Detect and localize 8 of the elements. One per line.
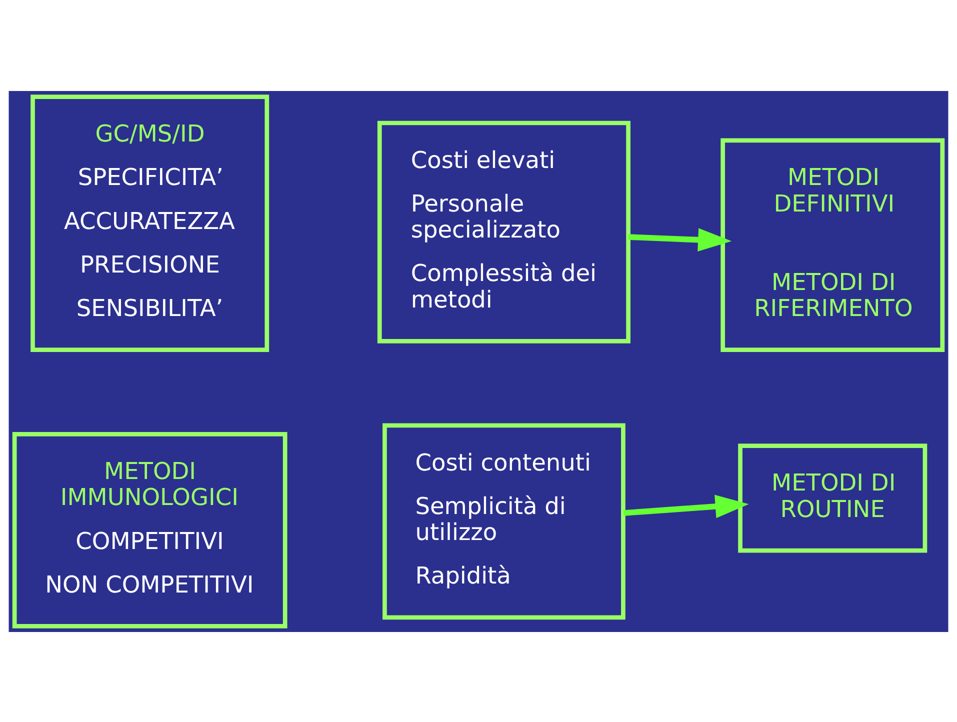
node-box: GC/MS/ID SPECIFICITA’ ACCURATEZZA PRECISIONE SENSIBILITA’ <box>30 94 270 352</box>
node-box: METODI DI ROUTINE <box>738 443 928 552</box>
arrow <box>628 228 732 252</box>
node-box: METODI DEFINITIVI METODI DI RIFERIMENTO <box>720 138 945 352</box>
node-box: METODI IMMUNOLOGICI COMPETITIVI NON COMPETITIVI <box>12 432 288 628</box>
node-box: Costi elevati Personale specializzato Complessità dei metodi <box>377 120 630 343</box>
arrow <box>623 494 749 518</box>
node-box: Costi contenuti Semplicità di utilizzo Rapidità <box>382 422 626 620</box>
